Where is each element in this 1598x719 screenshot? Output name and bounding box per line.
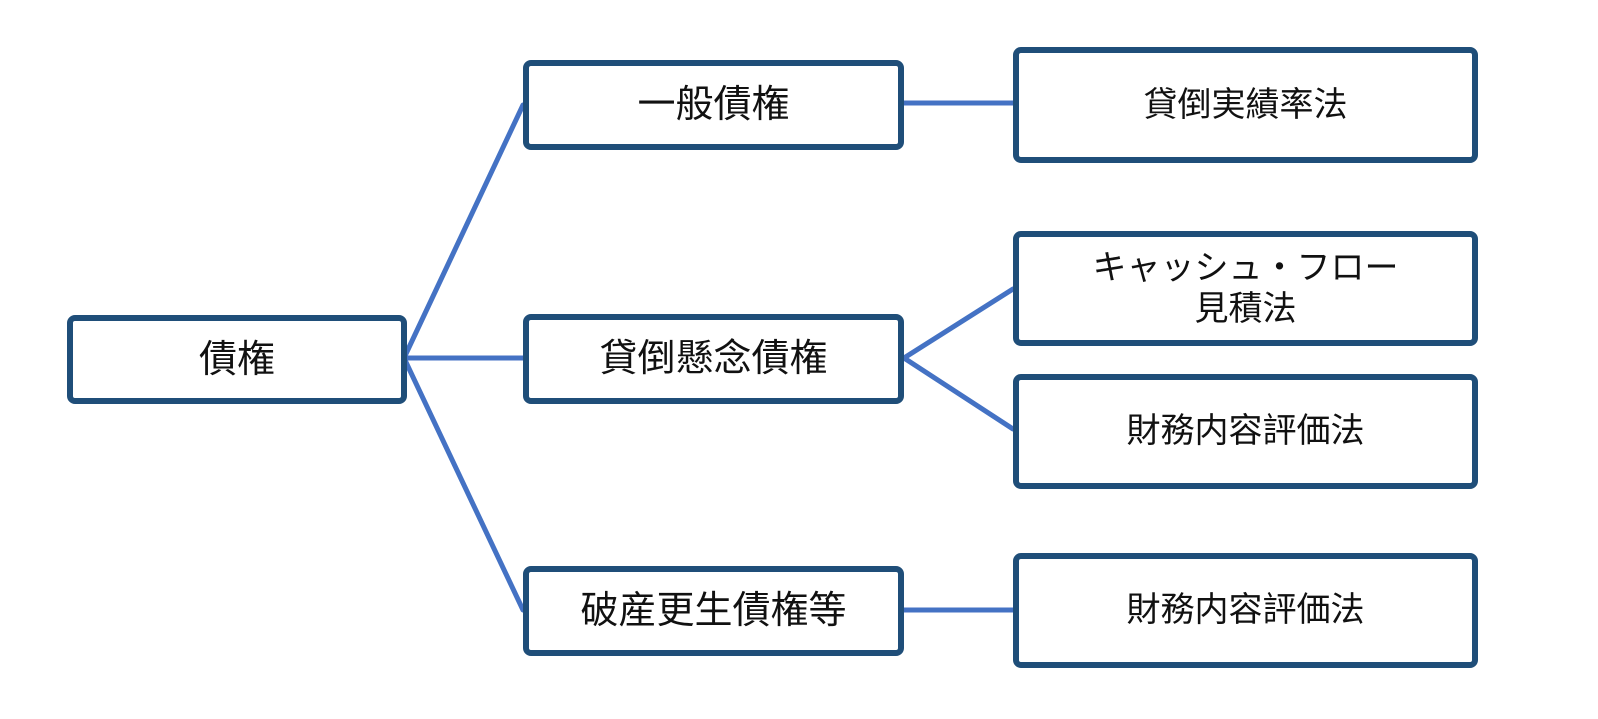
- category-node-label: 一般債権: [637, 82, 790, 127]
- connector-doubtful-method2: [901, 286, 1016, 361]
- root-node-label: 債権: [198, 336, 275, 381]
- connector-doubtful-method3: [901, 355, 1016, 432]
- connector-root-bankrupt: [401, 355, 526, 613]
- category-node-general: 一般債権: [523, 60, 904, 150]
- category-node-doubtful: 貸倒懸念債権: [523, 314, 904, 404]
- method-node-label-line2: 見積法: [1194, 288, 1297, 329]
- method-node-loss-rate: 貸倒実績率法: [1013, 47, 1478, 163]
- method-node-label: 貸倒実績率法: [1143, 84, 1348, 125]
- category-node-label: 破産更生債権等: [580, 588, 847, 633]
- method-node-financial-evaluation: 財務内容評価法: [1013, 374, 1478, 489]
- category-node-label: 貸倒懸念債権: [599, 336, 828, 381]
- method-node-label: 財務内容評価法: [1126, 411, 1365, 452]
- connector-root-general: [401, 102, 526, 361]
- method-node-label-line1: キャッシュ・フロー: [1092, 247, 1399, 288]
- category-node-bankrupt: 破産更生債権等: [523, 566, 904, 656]
- method-node-financial-evaluation: 財務内容評価法: [1013, 553, 1478, 668]
- method-node-label: 財務内容評価法: [1126, 590, 1365, 631]
- root-node-receivables: 債権: [67, 315, 407, 404]
- method-node-cash-flow: キャッシュ・フロー 見積法: [1013, 231, 1478, 346]
